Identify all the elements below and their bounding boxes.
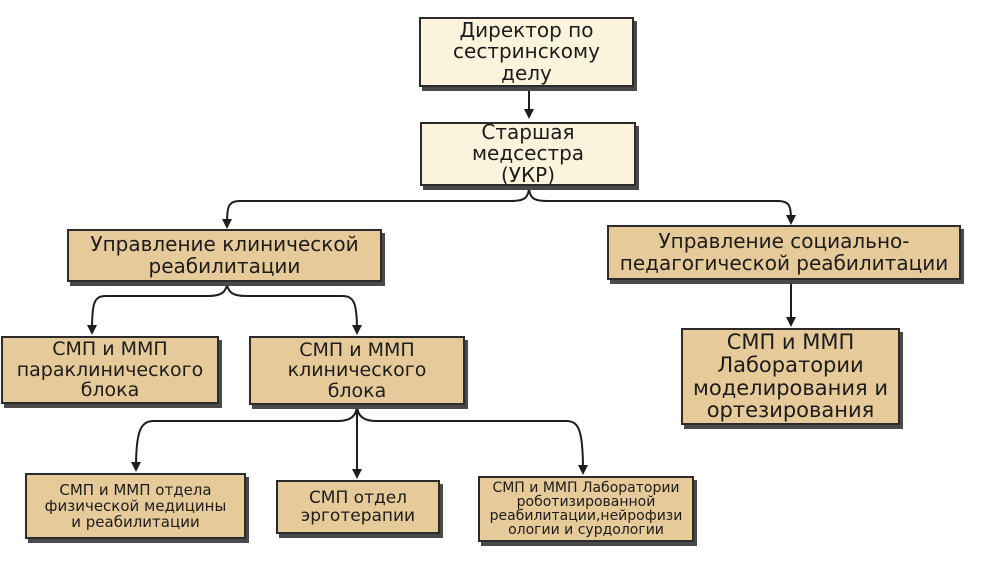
edge-clinical-rehab-to-paraclinical <box>87 281 228 335</box>
edge-senior-nurse-to-social-rehab <box>528 185 796 225</box>
node-robotic-rehabilitation-lab: СМП и ММП Лаборатории роботизированной р… <box>478 476 694 542</box>
edge-clinical-block-to-robotic-lab <box>356 404 588 475</box>
node-paraclinical-block: СМП и ММП параклинического блока <box>1 336 219 404</box>
edge-clinical-block-to-physical-med <box>131 404 358 472</box>
node-ergotherapy: СМП отдел эрготерапии <box>276 480 440 534</box>
edge-clinical-rehab-to-clinical-block <box>226 281 362 335</box>
node-social-pedagogical-rehabilitation: Управление социально- педагогической реа… <box>607 225 961 280</box>
node-lab-modeling-orthotics: СМП и ММП Лаборатории моделирования и ор… <box>681 328 900 425</box>
edge-senior-nurse-to-clinical-rehab <box>222 185 530 229</box>
node-physical-medicine: СМП и ММП отдела физической медицины и р… <box>25 473 246 539</box>
node-senior-nurse: Старшая медсестра (УКР) <box>420 121 636 186</box>
node-director: Директор по сестринскому делу <box>419 17 634 87</box>
node-clinical-block: СМП и ММП клинического блока <box>249 336 465 405</box>
node-clinical-rehabilitation: Управление клинической реабилитации <box>67 229 382 282</box>
